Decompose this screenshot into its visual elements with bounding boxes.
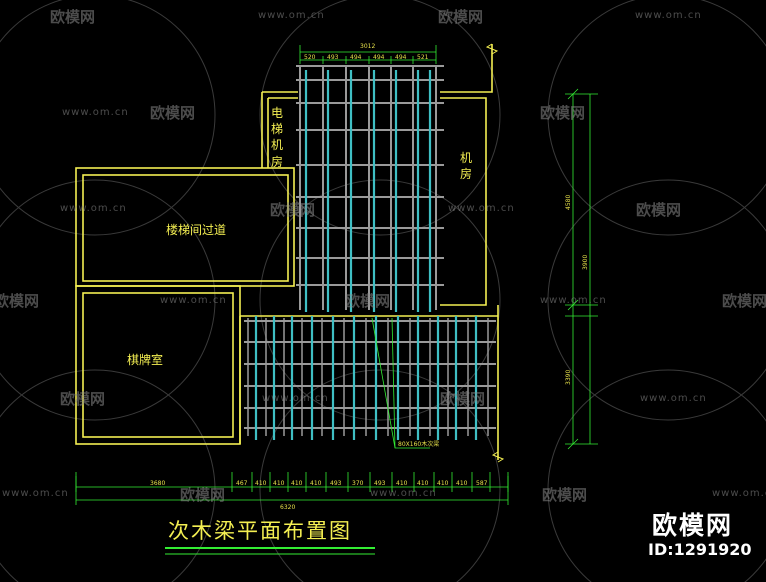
- top-dimension-segment: 521: [417, 54, 429, 61]
- secondary-beams-vertical: [254, 70, 478, 440]
- building-walls: [75, 43, 505, 463]
- beam-note-text: 80X160木次梁: [398, 440, 439, 448]
- bottom-dimension-segment: 587: [476, 480, 488, 487]
- watermark-url: www.om.cn: [448, 203, 515, 214]
- watermark-url: www.om.cn: [160, 295, 227, 306]
- bottom-dimension-segment: 410: [310, 480, 322, 487]
- top-dimension-segment: 494: [350, 54, 362, 61]
- watermark-url: www.om.cn: [540, 295, 607, 306]
- watermark-brand: 欧模网: [60, 390, 106, 408]
- watermark-brand: 欧模网: [0, 292, 40, 310]
- bottom-dimension-segment: 410: [437, 480, 449, 487]
- bottom-dimension-total: 6320: [280, 504, 295, 511]
- watermark-brand: 欧模网: [50, 8, 96, 26]
- watermark-brand: 欧模网: [345, 292, 391, 310]
- room-label-machine: 机房: [459, 151, 472, 182]
- right-dimension-1: 4580: [565, 195, 572, 210]
- bottom-dimension-segment: 410: [396, 480, 408, 487]
- room-label-stair-corridor: 楼梯间过道: [166, 223, 227, 237]
- watermark-url: www.om.cn: [640, 393, 707, 404]
- watermark-url: www.om.cn: [712, 488, 766, 499]
- bottom-dimension-segment: 410: [417, 480, 429, 487]
- room-label-chess: 棋牌室: [127, 353, 164, 367]
- bottom-dimension-segments: 3680 467 410 410 410 410 493 370 493 410 410 410 410…: [150, 480, 488, 487]
- bottom-dimension-segment: 410: [273, 480, 285, 487]
- right-dimension-3: 3390: [565, 370, 572, 385]
- top-dimension-segments: 520 493 494 494 494 521: [304, 54, 429, 61]
- watermark-brand: 欧模网: [438, 8, 484, 26]
- watermark-brand: 欧模网: [270, 201, 316, 219]
- watermark-brand: 欧模网: [722, 292, 766, 310]
- bottom-dimension-segment: 467: [236, 480, 248, 487]
- watermark-url: www.om.cn: [262, 393, 329, 404]
- watermark-brand: 欧模网: [636, 201, 682, 219]
- top-dimension-segment: 520: [304, 54, 316, 61]
- drawing-title: 次木梁平面布置图: [168, 519, 352, 543]
- top-dimension: [299, 45, 437, 64]
- watermark-url: www.om.cn: [258, 10, 325, 21]
- watermark-brand: 欧模网: [150, 104, 196, 122]
- room-label-elevator: 电梯机房: [270, 106, 283, 169]
- bottom-dimension-segment: 410: [456, 480, 468, 487]
- model-id: ID:1291920: [648, 540, 752, 559]
- watermark-url: www.om.cn: [635, 10, 702, 21]
- bottom-dimension-segment: 493: [374, 480, 386, 487]
- right-dimension-2: 3900: [582, 255, 589, 270]
- top-dimension-total: 3012: [360, 43, 375, 50]
- beam-note-leader: [371, 317, 430, 449]
- title-underline: [165, 547, 375, 555]
- top-dimension-segment: 493: [327, 54, 339, 61]
- brand-logo-text: 欧模网: [652, 511, 734, 540]
- top-dimension-segment: 494: [373, 54, 385, 61]
- bottom-dimension-segment: 410: [291, 480, 303, 487]
- secondary-beams-horizontal: [244, 65, 496, 436]
- watermark-url: www.om.cn: [2, 488, 69, 499]
- bottom-dimension-segment: 3680: [150, 480, 165, 487]
- watermark-brand: 欧模网: [180, 486, 226, 504]
- watermark-brand: 欧模网: [542, 486, 588, 504]
- watermark-url: www.om.cn: [370, 488, 437, 499]
- bottom-dimension-segment: 410: [255, 480, 267, 487]
- right-dimension: [565, 88, 598, 450]
- bottom-dimension-ticks: [75, 472, 509, 492]
- bottom-dimension-segment: 370: [352, 480, 364, 487]
- watermark-url: www.om.cn: [60, 203, 127, 214]
- bottom-dimension-segment: 493: [330, 480, 342, 487]
- watermark-url: www.om.cn: [62, 107, 129, 118]
- watermark-brand: 欧模网: [440, 390, 486, 408]
- watermark-brand: 欧模网: [540, 104, 586, 122]
- top-dimension-segment: 494: [395, 54, 407, 61]
